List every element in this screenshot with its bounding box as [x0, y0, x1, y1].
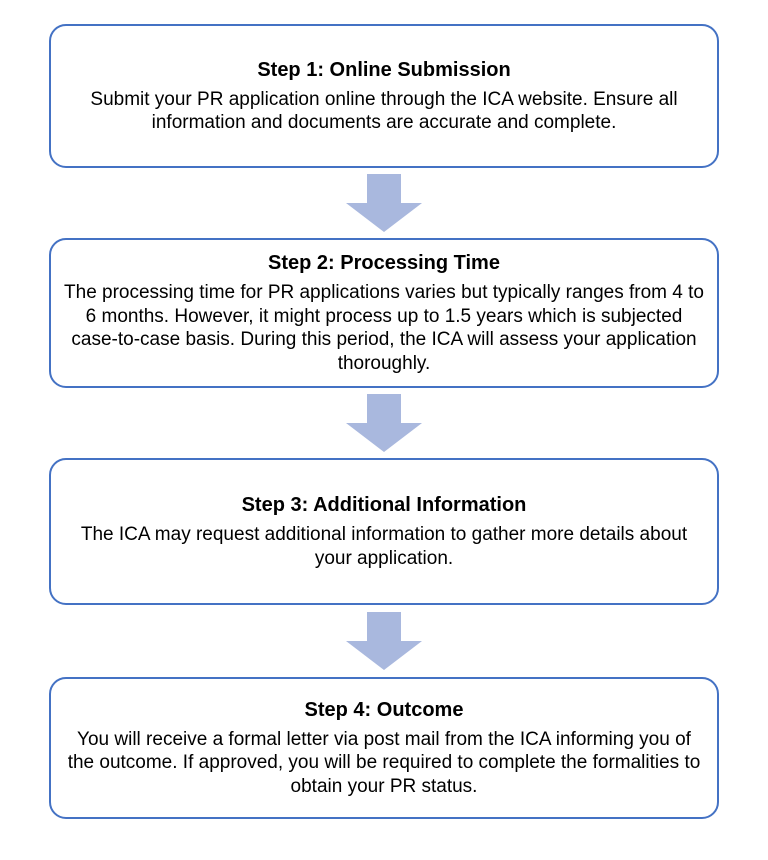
down-arrow-icon — [346, 612, 422, 670]
connector-1 — [346, 168, 422, 238]
step-1-box: Step 1: Online Submission Submit your PR… — [49, 24, 719, 168]
pr-process-flowchart: Step 1: Online Submission Submit your PR… — [49, 24, 719, 819]
step-4-body: You will receive a formal letter via pos… — [67, 728, 701, 797]
step-2-title: Step 2: Processing Time — [268, 252, 500, 274]
down-arrow-icon — [346, 174, 422, 232]
down-arrow-icon — [346, 394, 422, 452]
step-3-title: Step 3: Additional Information — [241, 494, 527, 516]
step-3-body: The ICA may request additional informati… — [80, 524, 688, 569]
step-2-body: The processing time for PR applications … — [64, 282, 704, 374]
connector-2 — [346, 388, 422, 458]
step-4-box: Step 4: Outcome You will receive a forma… — [49, 677, 719, 819]
connector-3 — [346, 605, 422, 677]
step-3-box: Step 3: Additional Information The ICA m… — [49, 458, 719, 605]
step-4-title: Step 4: Outcome — [304, 698, 464, 721]
step-1-title: Step 1: Online Submission — [257, 58, 511, 81]
step-2-box: Step 2: Processing Time The processing t… — [49, 238, 719, 388]
step-1-body: Submit your PR application online throug… — [90, 88, 678, 134]
